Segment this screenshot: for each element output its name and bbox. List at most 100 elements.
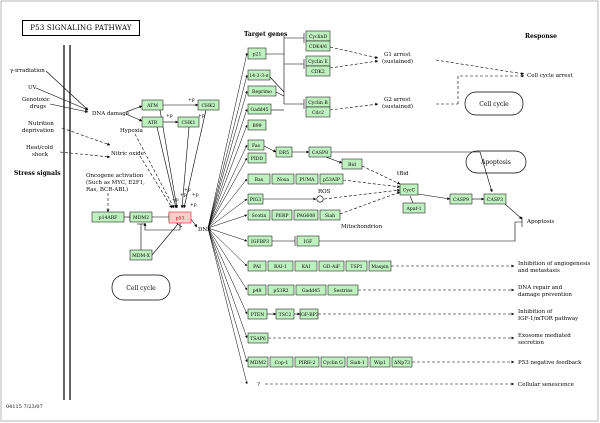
p-marker-6: +p xyxy=(192,192,199,198)
gene-b99-box[interactable] xyxy=(247,119,267,131)
gene-scotin-box[interactable] xyxy=(247,209,271,221)
gene-p53-box[interactable] xyxy=(168,211,192,224)
p-marker-2: +p xyxy=(166,113,173,119)
outcome-dnarep-2: damage prevention xyxy=(518,292,572,298)
gene-pig3-box[interactable] xyxy=(247,193,264,205)
gene-casp9-label: CASP9 xyxy=(453,197,469,203)
gene-gadd45b-box[interactable] xyxy=(295,284,327,296)
gene-tsp1-box[interactable] xyxy=(345,260,368,272)
gene-sestrin-box[interactable] xyxy=(327,284,359,296)
gene-cycc-box[interactable] xyxy=(399,183,419,196)
gene-cdc2-box[interactable] xyxy=(305,106,331,118)
gene-pten-box[interactable] xyxy=(247,308,268,320)
gene-bai1-box[interactable] xyxy=(267,260,294,272)
gene-pidd-box[interactable] xyxy=(247,152,267,164)
gene-cycling-box[interactable] xyxy=(320,356,346,368)
label-mitochondrion: Mitochondrion xyxy=(341,224,383,230)
gene-dnp73-box[interactable] xyxy=(391,356,413,368)
label-tbid: tBid xyxy=(397,171,409,177)
dna-fan-arrow xyxy=(207,227,248,385)
gene-pag608-label: PAG608 xyxy=(297,213,316,219)
arrow-genotoxic xyxy=(49,103,89,113)
gene-mdm2b-box[interactable] xyxy=(247,356,269,368)
gene-tsc2-box[interactable] xyxy=(275,308,295,320)
gene-igfbp3-box[interactable] xyxy=(247,235,273,247)
cell-cycle-label-right: Cell cycle xyxy=(479,101,509,108)
gene-mdm2-label: MDM2 xyxy=(133,215,149,221)
gene-gdaif-box[interactable] xyxy=(318,260,345,272)
edge-g2-cca-up xyxy=(457,74,525,104)
p-marker-8: +p xyxy=(190,202,197,208)
gene-siah-box[interactable] xyxy=(319,209,341,221)
edge-cycc-casp9 xyxy=(417,193,451,201)
stress-signals-header: Stress signals xyxy=(14,170,61,177)
gene-p48-box[interactable] xyxy=(247,284,267,296)
gene-perp-label: PERP xyxy=(276,213,289,219)
gene-fas-box[interactable] xyxy=(247,139,265,151)
gene-tsap6-box[interactable] xyxy=(247,332,269,344)
gene-dnp73-label: ΔNp73 xyxy=(394,360,410,366)
outcome-g2-2: (sustained) xyxy=(382,103,413,110)
edge-igf-apoptosis xyxy=(319,221,522,242)
outcome-cell-cycle-arrest: Cell cycle arrest xyxy=(527,73,573,79)
edge-p53aip-cycc xyxy=(342,179,401,189)
gene-bax-box[interactable] xyxy=(247,173,271,185)
gene-p19arf-box[interactable] xyxy=(91,211,125,223)
gene-maspin-label: Maspin xyxy=(371,264,388,270)
edge-hypoxia-p53 xyxy=(134,133,175,209)
gene-reprimo-box[interactable] xyxy=(247,85,277,97)
gene-noxa-box[interactable] xyxy=(271,173,295,185)
gene-chk1-box[interactable] xyxy=(177,116,200,128)
gene-chk2-box[interactable] xyxy=(197,99,220,111)
outcome-feedback: P53 negative feedback xyxy=(518,360,582,366)
dna-fan-arrow xyxy=(207,90,248,229)
gene-atr-box[interactable] xyxy=(141,116,164,128)
cell-cycle-label-left: Cell cycle xyxy=(126,285,156,292)
edge-cyclinb-g2 xyxy=(329,102,379,111)
gene-bid-box[interactable] xyxy=(341,158,363,170)
gene-atm-box[interactable] xyxy=(141,99,164,111)
gene-p21-box[interactable] xyxy=(247,47,267,60)
gene-casp8-box[interactable] xyxy=(308,146,332,158)
gene-casp9-box[interactable] xyxy=(449,193,473,205)
gene-s14-box[interactable] xyxy=(247,69,271,81)
gene-casp3-box[interactable] xyxy=(483,193,507,205)
gene-cdk2-box[interactable] xyxy=(305,65,331,77)
gene-p53r2-box[interactable] xyxy=(267,284,295,296)
gene-kai-box[interactable] xyxy=(294,260,318,272)
gene-wip1-box[interactable] xyxy=(369,356,391,368)
gene-p48-label: p48 xyxy=(253,288,262,294)
gene-mdmx-box[interactable] xyxy=(129,249,153,261)
gene-cdk46-box[interactable] xyxy=(305,40,331,52)
gene-puma-box[interactable] xyxy=(295,173,319,185)
gene-cop1-box[interactable] xyxy=(269,356,294,368)
p-marker-7: +p xyxy=(184,187,191,193)
gene-p21-label: p21 xyxy=(253,51,262,57)
gene-atr-label: ATR xyxy=(147,120,158,126)
outcome-angio-1: Inhibition of angiogenesis xyxy=(518,261,591,267)
gene-siah1-box[interactable] xyxy=(346,356,369,368)
gene-cdk2-label: CDK2 xyxy=(311,69,325,75)
stress-gamma: γ-irradiation xyxy=(10,68,45,74)
gene-s14-label: 14-3-3-σ xyxy=(249,73,268,79)
gene-pag608-box[interactable] xyxy=(293,209,319,221)
gene-igfbp3-label: IGFBP3 xyxy=(251,239,269,245)
gene-mdmx-label: MDM-X xyxy=(132,253,150,259)
gene-cycline-label: Cyclin E xyxy=(308,59,327,65)
dna-fan-arrow xyxy=(207,227,248,291)
gene-pirh2-box[interactable] xyxy=(294,356,320,368)
gene-perp-box[interactable] xyxy=(271,209,293,221)
gene-cycling-label: Cyclin G xyxy=(323,360,343,366)
gene-igf-box[interactable] xyxy=(296,235,320,247)
gene-gadd45-box[interactable] xyxy=(247,103,272,115)
gene-apaf1-label: Apaf-1 xyxy=(405,206,421,212)
gene-maspin-box[interactable] xyxy=(368,260,392,272)
gene-mdm2-box[interactable] xyxy=(129,211,153,223)
gene-igfbp3b-box[interactable] xyxy=(299,308,319,320)
gene-apaf1-box[interactable] xyxy=(402,202,426,214)
gene-p53aip-box[interactable] xyxy=(319,173,344,185)
gene-dr5-box[interactable] xyxy=(275,146,293,158)
outcome-g1-2: (sustained) xyxy=(382,58,413,65)
gene-gadd45b-label: Gadd45 xyxy=(302,288,320,294)
gene-pai-box[interactable] xyxy=(247,260,267,272)
